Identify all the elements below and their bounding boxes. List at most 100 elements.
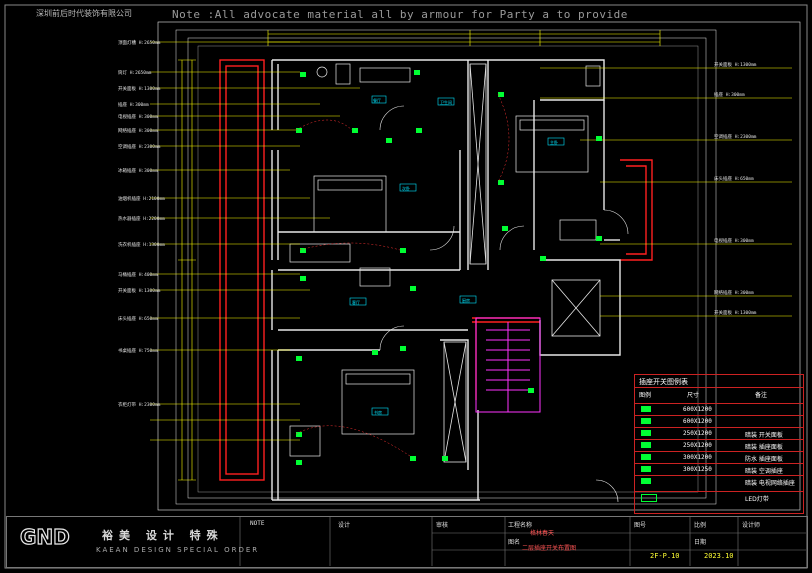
walls-white (271, 59, 621, 501)
legend-note: 暗装 插座面板 (745, 444, 783, 451)
room-tags: 主卧 次卧 客厅 书房 卫生间 厨房 餐厅 (352, 97, 558, 415)
legend-note: LED灯带 (745, 496, 769, 503)
tb-col-review: 审核 (436, 522, 449, 529)
corner-stamp: 深圳前后时代装饰有限公司 (36, 9, 132, 18)
tb-sheet-no: 2F-P.10 (650, 552, 680, 560)
legend-row: 600X1200 (635, 403, 803, 416)
legend-title: 插座开关图例表 (639, 378, 688, 386)
labels-right: 开关面板 H:1300mm 插座 H:300mm 空调插座 H:2300mm 床… (714, 61, 757, 316)
legend-size: 250X1200 (683, 442, 712, 449)
label-right-4: 电视插座 H:300mm (714, 237, 754, 244)
label-right-3: 床头插座 H:650mm (714, 175, 754, 182)
legend-size: 250X1200 (683, 430, 712, 437)
furniture (289, 63, 601, 457)
label-left-13: 床头插座 H:650mm (118, 315, 158, 322)
label-left-10: 洗衣机插座 H:1300mm (118, 241, 165, 248)
room-tag-4: 卫生间 (440, 99, 452, 105)
legend-note: 防水 插座面板 (745, 456, 783, 463)
leaders-left (150, 41, 360, 441)
legend-size: 600X1200 (683, 418, 712, 425)
label-right-2: 空调插座 H:2300mm (714, 133, 757, 140)
title-block-lines (239, 517, 806, 566)
frame-3 (187, 37, 707, 499)
legend-row: 250X1200 暗装 插座面板 (635, 439, 803, 452)
wiring (295, 93, 510, 457)
label-left-12: 开关面板 H:1300mm (118, 287, 161, 294)
cabinet-column (443, 63, 487, 463)
tb-col-date: 日期 (694, 539, 707, 546)
brand-name-cn: 裕美 设计 特殊 (102, 529, 224, 542)
legend-size: 300X1200 (683, 454, 712, 461)
svg-text:GND: GND (20, 525, 70, 548)
label-left-1: 筒灯 H:2650mm (118, 69, 152, 76)
label-left-9: 热水器插座 H:2200mm (118, 215, 165, 222)
label-left-0: 顶面灯槽 H:2650mm (118, 39, 161, 46)
legend-symbol-icon (641, 418, 651, 424)
label-right-5: 网络插座 H:300mm (714, 289, 754, 296)
legend-row: 250X1200 暗装 开关面板 (635, 427, 803, 440)
tb-col-note: NOTE (250, 520, 265, 527)
frame-2 (175, 29, 717, 505)
room-tag-0: 主卧 (550, 139, 558, 145)
room-tag-5: 厨房 (462, 297, 470, 303)
legend-symbol-icon (641, 478, 651, 484)
legend-row: 300X1250 暗装 空调插座 (635, 463, 803, 476)
legend-symbol-icon (641, 454, 651, 460)
legend-head-size: 尺寸 (687, 392, 700, 399)
doors (379, 105, 629, 503)
tb-col-sheet: 图号 (634, 522, 647, 529)
dimension-left (178, 59, 196, 481)
title-block (6, 516, 808, 568)
legend-row: LED灯带 (635, 491, 803, 504)
label-left-15: 衣柜灯带 H:2300mm (118, 401, 161, 408)
tb-col-project: 工程名称 (508, 522, 533, 529)
staircase (475, 317, 541, 413)
legend-row: 300X1200 防水 插座面板 (635, 451, 803, 464)
tb-col-scale: 比例 (694, 522, 707, 529)
electrical-devices (296, 70, 602, 465)
label-left-2: 开关面板 H:1300mm (118, 85, 161, 92)
legend-row: 暗装 电视网络插座 (635, 475, 803, 488)
room-tag-boxes (349, 95, 565, 416)
legend-note: 暗装 空调插座 (745, 468, 783, 475)
room-tag-6: 餐厅 (373, 97, 381, 103)
legend-symbol-icon (641, 466, 651, 472)
label-right-0: 开关面板 H:1300mm (714, 61, 757, 68)
room-tag-1: 次卧 (402, 185, 410, 191)
legend-note: 暗装 开关面板 (745, 432, 783, 439)
brand-logo-icon: GND (19, 524, 70, 548)
tb-col-designer: 设计师 (742, 522, 761, 529)
label-right-1: 插座 H:300mm (714, 91, 745, 98)
legend-size: 600X1200 (683, 406, 712, 413)
label-right-6: 开关面板 H:1300mm (714, 309, 757, 316)
label-left-7: 冰箱插座 H:300mm (118, 167, 158, 174)
room-tag-2: 客厅 (352, 299, 360, 305)
inner-border (157, 21, 801, 511)
label-left-6: 空调插座 H:2300mm (118, 143, 161, 150)
room-tag-3: 书房 (374, 409, 382, 415)
legend-row: 600X1200 (635, 415, 803, 428)
tb-drawing-name: 二层插座开关布置图 (522, 545, 577, 552)
sheet-border (4, 4, 808, 569)
label-left-8: 油烟机插座 H:2100mm (118, 195, 165, 202)
label-left-11: 马桶插座 H:400mm (118, 271, 158, 278)
tb-col-drawing: 图名 (508, 539, 521, 546)
led-strip-icon (641, 494, 657, 502)
brand-name-en: KAEAN DESIGN SPECIAL ORDER (96, 546, 260, 554)
tb-project: 格林春天 (530, 530, 555, 537)
dimension-top (267, 30, 661, 46)
legend-size: 300X1250 (683, 466, 712, 473)
label-left-4: 电视插座 H:300mm (118, 113, 158, 120)
shaft (551, 279, 601, 337)
legend-head-note: 备注 (755, 392, 768, 399)
legend-header-row: 图例 尺寸 备注 (635, 387, 803, 400)
label-left-14: 书桌插座 H:750mm (118, 347, 158, 354)
note-text: Note :All advocate material all by armou… (172, 8, 628, 21)
labels-left: 顶面灯槽 H:2650mm 筒灯 H:2650mm 开关面板 H:1300mm … (118, 39, 165, 408)
legend-symbol-icon (641, 406, 651, 412)
leaders-right (540, 67, 792, 317)
legend-symbol-icon (641, 442, 651, 448)
tb-col-design: 设计 (338, 522, 351, 529)
legend-note: 暗装 电视网络插座 (745, 480, 795, 487)
